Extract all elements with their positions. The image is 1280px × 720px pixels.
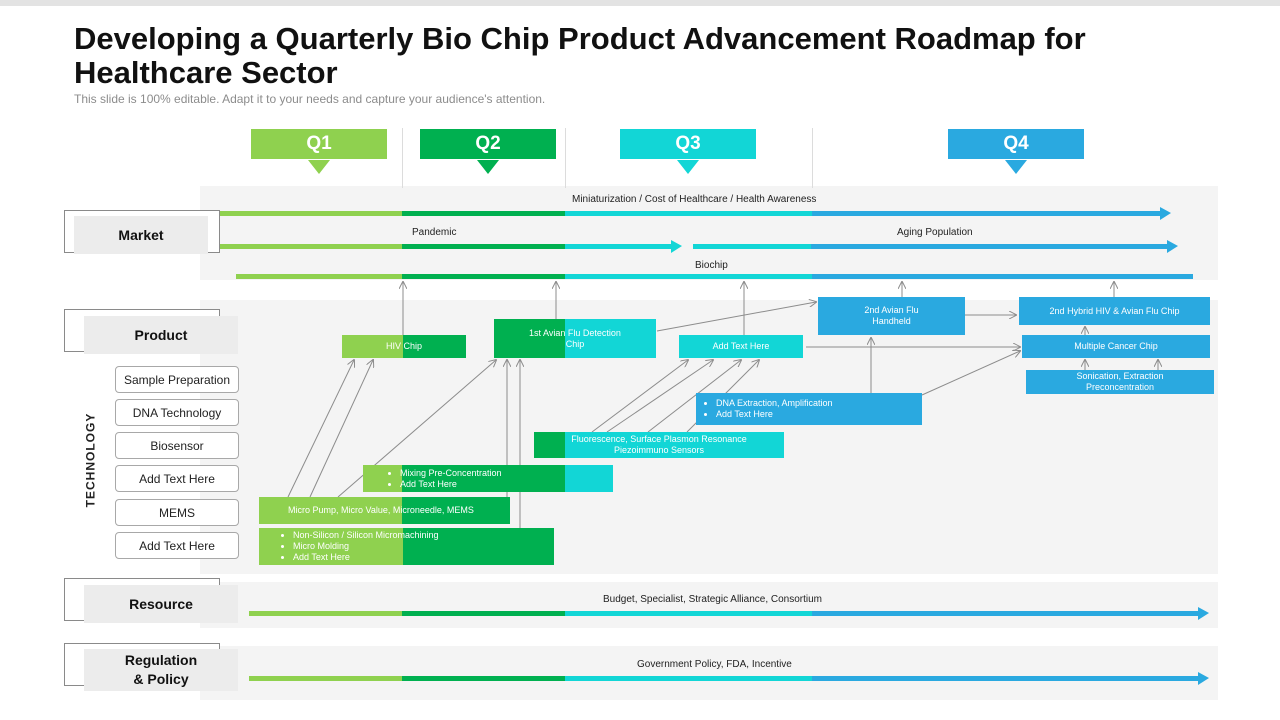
connector-arrow bbox=[921, 351, 1020, 396]
non-silicon-bullet: Add Text Here bbox=[293, 552, 554, 563]
market-category-label: Market bbox=[74, 216, 208, 254]
avian-handheld-text: 2nd Avian Flu Handheld bbox=[864, 305, 919, 326]
tech-box-micro-pump: Micro Pump, Micro Value, Microneedle, ME… bbox=[259, 497, 510, 524]
tech-item-add-text-2: Add Text Here bbox=[115, 532, 239, 559]
add-text-box-text: Add Text Here bbox=[712, 341, 770, 351]
product-box-multiple-cancer: Multiple Cancer Chip bbox=[1022, 335, 1210, 358]
avian-detection-text: 1st Avian Flu Detection Chip bbox=[529, 327, 621, 349]
quarter-divider bbox=[812, 128, 813, 188]
slide-subtitle: This slide is 100% editable. Adapt it to… bbox=[74, 92, 546, 106]
non-silicon-bullet: Micro Molding bbox=[293, 541, 554, 552]
connector-arrow bbox=[656, 302, 816, 332]
regulation-category-label: Regulation & Policy bbox=[84, 649, 238, 691]
dna-extraction-bullet: Add Text Here bbox=[716, 409, 922, 420]
multiple-cancer-text: Multiple Cancer Chip bbox=[1074, 341, 1158, 351]
micro-pump-text: Micro Pump, Micro Value, Microneedle, ME… bbox=[288, 505, 474, 515]
tech-item-sample-preparation: Sample Preparation bbox=[115, 366, 239, 393]
sonication-text: Sonication, Extraction Preconcentration bbox=[1076, 371, 1164, 392]
resource-text: Budget, Specialist, Strategic Alliance, … bbox=[603, 594, 822, 605]
pandemic-label: Pandemic bbox=[412, 227, 457, 238]
regulation-label-line2: & Policy bbox=[133, 671, 189, 687]
market-trend-label: Miniaturization / Cost of Healthcare / H… bbox=[572, 194, 817, 205]
resource-band bbox=[200, 582, 1218, 628]
dna-extraction-bullet: DNA Extraction, Amplification bbox=[716, 398, 922, 409]
market-band bbox=[200, 186, 1218, 280]
chevron-down-icon bbox=[1005, 160, 1027, 174]
tech-item-mems: MEMS bbox=[115, 499, 239, 526]
tech-box-sonication: Sonication, Extraction Preconcentration bbox=[1026, 370, 1214, 394]
slide-title: Developing a Quarterly Bio Chip Product … bbox=[74, 21, 1086, 90]
resource-category-label: Resource bbox=[84, 585, 238, 623]
product-box-hiv-chip: HIV Chip bbox=[342, 335, 466, 358]
regulation-label-line1: Regulation bbox=[124, 652, 198, 668]
non-silicon-bullet: Non-Silicon / Silicon Micromachining bbox=[293, 530, 554, 541]
connector-arrow bbox=[309, 360, 373, 498]
product-box-avian-handheld: 2nd Avian Flu Handheld bbox=[818, 297, 965, 335]
regulation-band bbox=[200, 646, 1218, 700]
connector-arrow bbox=[647, 360, 741, 433]
tech-box-fluorescence: Fluorescence, Surface Plasmon Resonance … bbox=[534, 432, 784, 458]
tech-box-mixing: Mixing Pre-Concentration Add Text Here bbox=[363, 465, 613, 492]
top-bar bbox=[0, 0, 1280, 6]
hybrid-chip-text: 2nd Hybrid HIV & Avian Flu Chip bbox=[1049, 305, 1180, 316]
tech-box-dna-extraction: DNA Extraction, Amplification Add Text H… bbox=[696, 393, 922, 425]
quarter-q1-header: Q1 bbox=[251, 129, 387, 159]
tech-item-add-text: Add Text Here bbox=[115, 465, 239, 492]
quarter-divider bbox=[402, 128, 403, 188]
tech-item-biosensor: Biosensor bbox=[115, 432, 239, 459]
product-box-hybrid-chip: 2nd Hybrid HIV & Avian Flu Chip bbox=[1019, 297, 1210, 325]
quarter-q4-header: Q4 bbox=[948, 129, 1084, 159]
biochip-label: Biochip bbox=[695, 260, 728, 271]
chevron-down-icon bbox=[677, 160, 699, 174]
chevron-down-icon bbox=[308, 160, 330, 174]
mixing-bullet: Add Text Here bbox=[400, 479, 613, 490]
chevron-down-icon bbox=[477, 160, 499, 174]
connector-arrow bbox=[591, 360, 688, 433]
product-box-avian-detection: 1st Avian Flu Detection Chip bbox=[494, 319, 656, 358]
quarter-divider bbox=[565, 128, 566, 188]
fluorescence-text: Fluorescence, Surface Plasmon Resonance … bbox=[571, 434, 747, 455]
regulation-text: Government Policy, FDA, Incentive bbox=[637, 659, 792, 670]
product-category-label: Product bbox=[84, 316, 238, 354]
quarter-q2-header: Q2 bbox=[420, 129, 556, 159]
product-box-add-text: Add Text Here bbox=[679, 335, 803, 358]
connector-arrow bbox=[287, 360, 354, 498]
mixing-bullet: Mixing Pre-Concentration bbox=[400, 468, 613, 479]
hiv-chip-text: HIV Chip bbox=[385, 341, 422, 351]
aging-population-label: Aging Population bbox=[897, 227, 973, 238]
tech-item-dna-technology: DNA Technology bbox=[115, 399, 239, 426]
tech-box-non-silicon: Non-Silicon / Silicon Micromachining Mic… bbox=[259, 528, 554, 565]
quarter-q3-header: Q3 bbox=[620, 129, 756, 159]
connector-arrow bbox=[606, 360, 713, 433]
